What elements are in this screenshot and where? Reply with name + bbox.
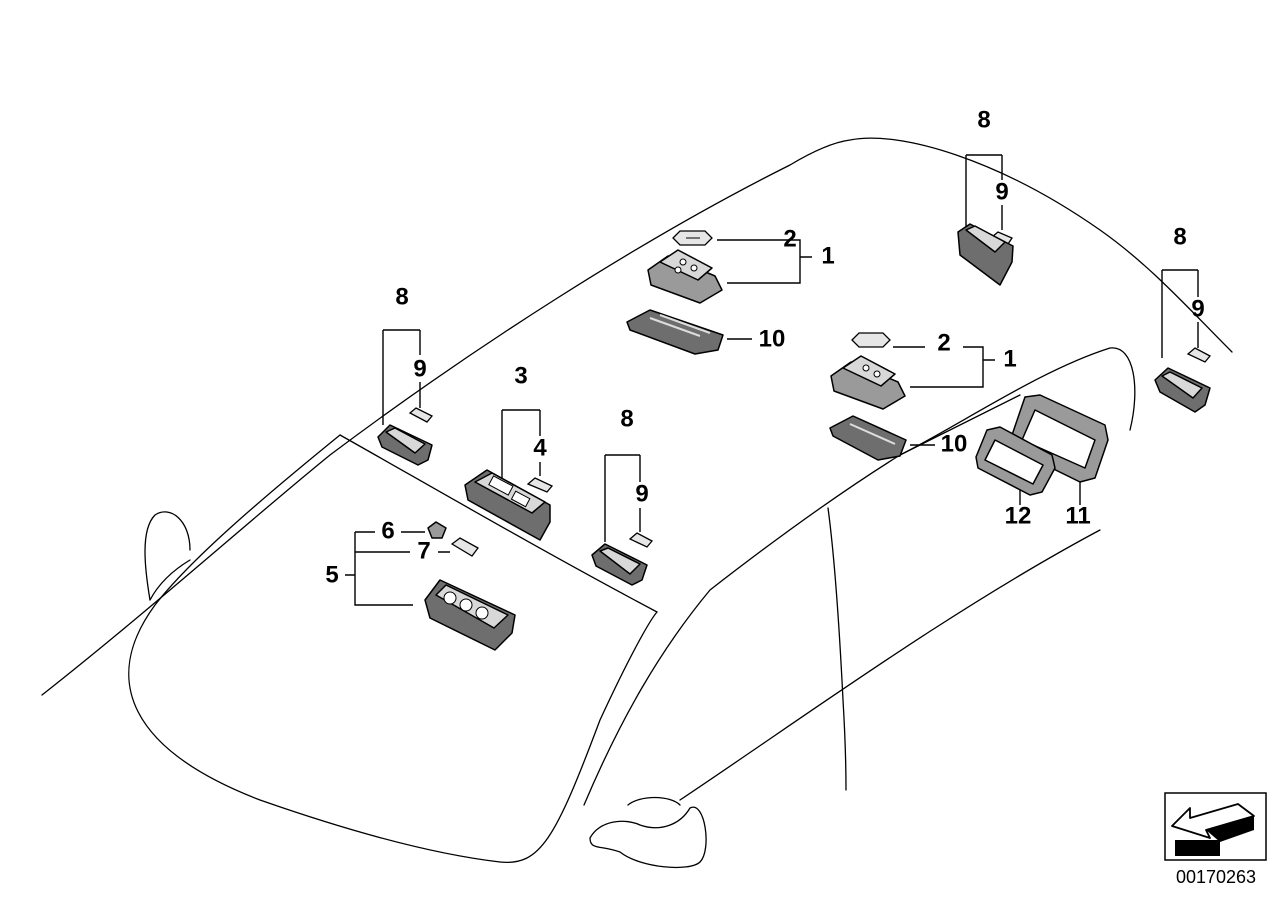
callout-8: 8 (395, 283, 408, 310)
reading-light-icon (957, 223, 1014, 286)
front-interior-light-icon (424, 579, 516, 651)
callout-3: 3 (514, 362, 527, 389)
leader-lines (345, 154, 1199, 606)
callout-7: 7 (417, 537, 430, 564)
car-body-outline (41, 137, 1233, 869)
callout-2: 2 (783, 225, 796, 252)
callout-10: 10 (759, 325, 786, 352)
callout-11: 11 (1065, 502, 1090, 529)
callout-9: 9 (413, 355, 426, 382)
direction-arrow-icon (1164, 792, 1267, 861)
reading-light-icon (377, 407, 434, 466)
diagram-reference-number: 00170263 (1175, 867, 1257, 887)
festoon-bulb-icon (526, 477, 554, 493)
callout-8: 8 (977, 106, 990, 133)
interior-light-icon (830, 355, 906, 410)
festoon-bulb-icon (851, 332, 891, 348)
reading-light-icon (1154, 347, 1212, 413)
festoon-bulb-icon (450, 537, 479, 557)
callout-4: 4 (533, 434, 547, 461)
bulb-socket-icon (427, 521, 447, 539)
callout-6: 6 (381, 517, 394, 544)
interior-light-icon (647, 249, 723, 304)
bezel-frame-icon (975, 426, 1056, 496)
callout-12: 12 (1005, 502, 1032, 529)
callout-1: 1 (821, 242, 834, 269)
callout-labels: 2 1 10 2 1 10 8 9 8 9 8 9 3 4 8 9 6 7 5 … (325, 106, 1204, 588)
callout-8: 8 (1173, 223, 1186, 250)
callout-9: 9 (995, 178, 1008, 205)
callout-1: 1 (1003, 345, 1016, 372)
light-lens-cover-icon (626, 309, 724, 355)
light-lens-cover-icon (829, 415, 907, 461)
festoon-bulb-icon (672, 230, 713, 246)
callout-9: 9 (635, 480, 648, 507)
callout-9: 9 (1191, 295, 1204, 322)
callout-5: 5 (325, 561, 338, 588)
callout-2: 2 (937, 329, 950, 356)
callout-10: 10 (941, 430, 968, 457)
reading-light-icon (591, 532, 654, 586)
interior-light-icon (464, 469, 551, 541)
callout-8: 8 (620, 405, 633, 432)
